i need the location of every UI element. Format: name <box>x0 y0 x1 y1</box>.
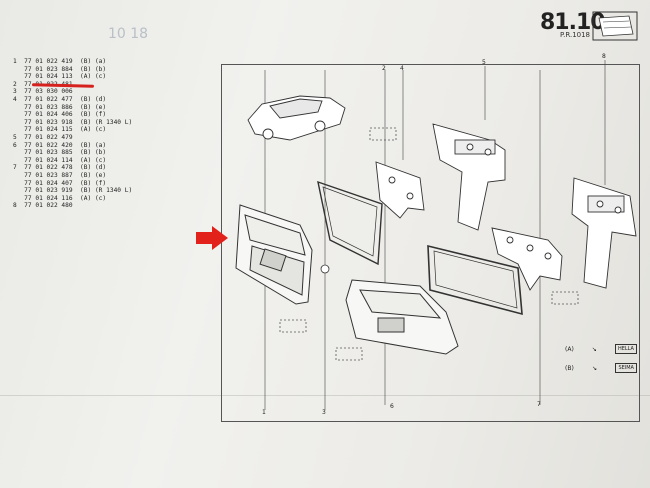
callout-8: 8 <box>602 53 606 60</box>
legend-row: (B) ↘ SEIMA <box>565 363 637 373</box>
gasket-small <box>317 180 383 266</box>
legend-row: (A) ↘ HELLA <box>565 344 637 354</box>
car-icon <box>247 95 346 141</box>
parts-row: 1 77 01 022 419 (B) (a) <box>13 58 107 65</box>
legend-key: (A) <box>565 345 574 353</box>
callout-7: 7 <box>537 401 541 408</box>
gasket-large <box>427 244 523 316</box>
parts-row: 77 01 024 116 (A) (c) <box>13 194 107 202</box>
page-reference: P.R.1018 <box>560 31 591 39</box>
tail-lamp-lens-left <box>235 204 313 305</box>
parts-row: 77 01 023 918 (B) (R 1340 L) <box>13 118 133 126</box>
tail-lamp-lens-right <box>345 279 459 355</box>
ghost-page-ref: 10 18 <box>108 26 149 42</box>
reference-boxes <box>279 127 579 361</box>
legend-supplier: HELLA <box>614 344 637 354</box>
pointer-arrow-icon <box>196 226 228 250</box>
parts-row: 77 01 023 887 (B) (e) <box>13 171 107 179</box>
legend-key: (B) <box>565 364 574 372</box>
callout-5: 5 <box>482 59 486 66</box>
callout-6: 6 <box>390 403 394 410</box>
legend-supplier: SEIMA <box>615 363 637 373</box>
callout-3: 3 <box>322 409 326 416</box>
exploded-diagram-frame <box>221 64 640 422</box>
parts-row: 77 01 024 406 (B) (f) <box>13 111 107 119</box>
parts-row: 6 77 01 022 420 (B) (a) <box>13 141 107 149</box>
parts-row: 4 77 01 022 477 (B) (d) <box>13 95 107 103</box>
callout-4: 4 <box>400 65 404 72</box>
parts-list: 1 77 01 022 419 (B) (a) 77 01 023 884 (B… <box>13 58 173 210</box>
bracket-left <box>432 123 506 231</box>
nut <box>320 264 330 274</box>
parts-row: 77 01 024 114 (A) (c) <box>13 156 107 164</box>
parts-row: 7 77 01 022 478 (B) (d) <box>13 164 107 172</box>
supplier-legend: (A) ↘ HELLA (B) ↘ SEIMA <box>565 344 637 382</box>
parts-row: 77 01 023 884 (B) (b) <box>13 65 107 73</box>
parts-row: 77 01 024 407 (B) (f) <box>13 179 107 187</box>
legend-arrow-icon: ↘ <box>592 364 598 372</box>
parts-row: 77 01 024 113 (A) (c) <box>13 73 107 81</box>
page-number: 81.10 <box>540 10 606 35</box>
parts-row: 77 01 023 885 (B) (b) <box>13 149 107 157</box>
parts-row: 77 01 024 115 (A) (c) <box>13 126 107 134</box>
parts-row: 77 01 023 886 (B) (e) <box>13 103 107 111</box>
parts-row: 77 01 023 919 (B) (R 1340 L) <box>13 187 133 195</box>
bulb-holder-left <box>375 161 425 219</box>
legend-arrow-icon: ↘ <box>591 345 597 353</box>
bulb-holder-right <box>491 227 563 291</box>
callout-2: 2 <box>382 65 386 72</box>
parts-row: 3 77 03 030 006 <box>13 88 73 96</box>
parts-row: 5 77 01 022 479 <box>13 133 73 141</box>
bracket-right <box>571 177 637 289</box>
callout-1: 1 <box>262 409 266 416</box>
parts-row: 8 77 01 022 480 <box>13 202 73 210</box>
